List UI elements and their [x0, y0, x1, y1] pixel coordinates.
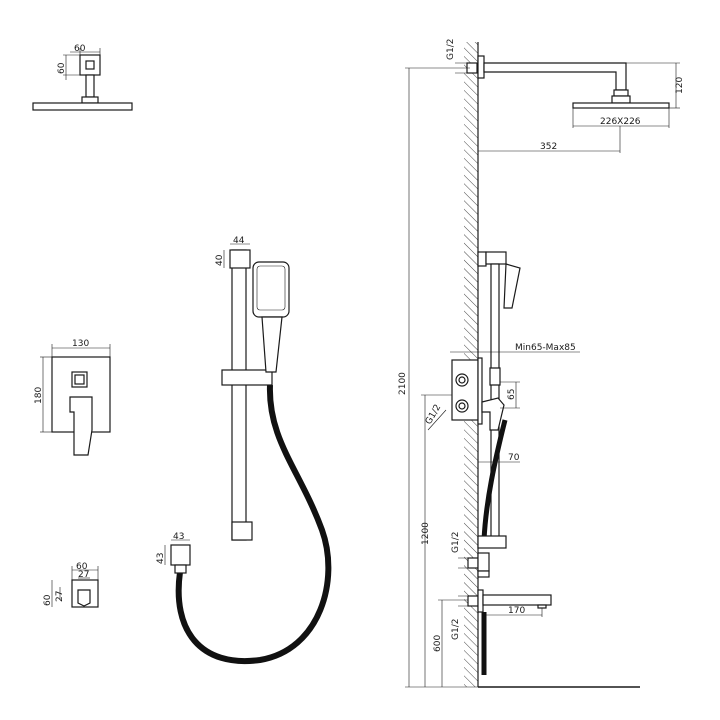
dim-valve-height: 180 — [34, 387, 44, 404]
dim-depth-range: Min65-Max85 — [515, 343, 576, 353]
elbow-view: 60 27 60 27 — [43, 562, 99, 608]
dim-bar-height: 40 — [215, 254, 225, 266]
dim-arm-projection: 352 — [540, 142, 557, 152]
dim-head-height: 60 — [57, 62, 67, 74]
dim-head-size: 226X226 — [600, 117, 641, 127]
thread-outlet-label: G1/2 — [451, 532, 461, 553]
dim-elbow-width: 60 — [76, 562, 88, 572]
dim-head-width: 60 — [74, 44, 86, 54]
overhead-shower-view: 60 60 — [32, 44, 133, 111]
dim-valve-spacing: 65 — [507, 389, 517, 400]
dim-bar-width: 44 — [233, 236, 245, 246]
dim-bar-offset: 70 — [508, 453, 520, 463]
dim-spout-height: 600 — [433, 635, 443, 652]
thread-spout-label: G1/2 — [451, 619, 461, 640]
dim-spout-length: 170 — [508, 606, 525, 616]
shower-hose — [175, 384, 332, 665]
dim-elbow-height: 60 — [43, 594, 53, 606]
dim-valve-height: 1200 — [421, 522, 431, 545]
dim-connector-height: 43 — [156, 553, 166, 564]
dim-elbow-inner-width: 27 — [78, 570, 89, 580]
dim-connector-width: 43 — [173, 532, 184, 542]
valve-view: 130 180 — [34, 339, 111, 456]
dim-valve-width: 130 — [72, 339, 89, 349]
slide-bar-view: 44 40 43 43 — [156, 236, 332, 665]
dim-elbow-inner-height: 27 — [55, 591, 65, 602]
thread-top-label: G1/2 — [446, 39, 456, 60]
dim-arm-drop: 120 — [675, 77, 685, 94]
thread-valve-label: G1/2 — [424, 403, 443, 427]
dim-total-height: 2100 — [398, 372, 408, 395]
side-view: G1/2 120 226X226 352 2100 Min65-Max85 65… — [398, 39, 685, 688]
